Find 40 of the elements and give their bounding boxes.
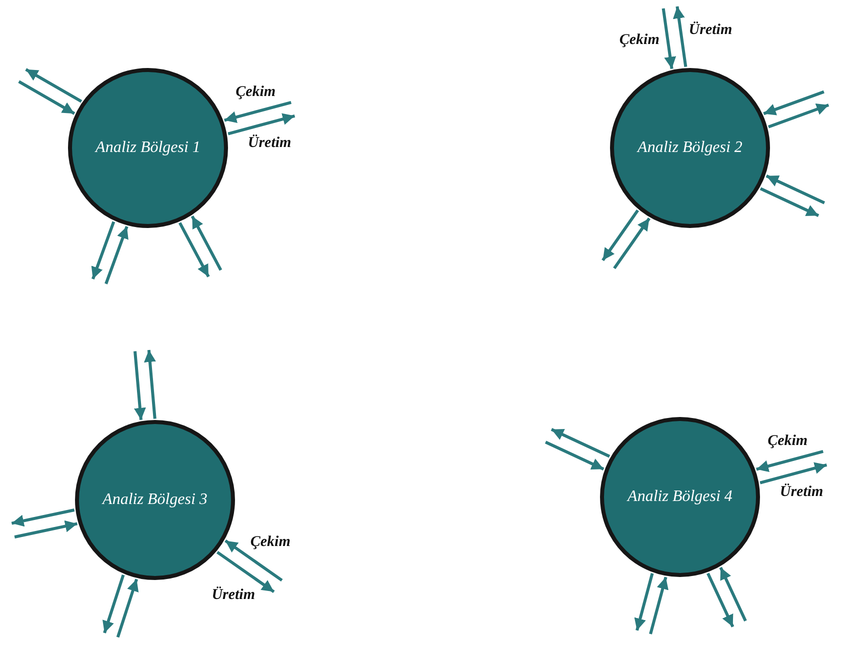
arrow bbox=[116, 578, 139, 638]
arrow bbox=[228, 113, 296, 136]
region-label: Analiz Bölgesi 4 bbox=[628, 488, 732, 506]
arrow bbox=[190, 216, 222, 271]
arrow bbox=[544, 440, 604, 470]
arrow bbox=[216, 550, 275, 594]
arrow bbox=[672, 6, 688, 67]
arrow bbox=[613, 218, 651, 270]
arrow bbox=[144, 350, 156, 419]
arrow bbox=[11, 508, 75, 527]
arrow bbox=[763, 90, 824, 116]
arrow bbox=[550, 428, 610, 458]
edge-label: Çekim bbox=[617, 30, 662, 49]
arrow bbox=[224, 100, 292, 123]
arrow bbox=[18, 80, 76, 115]
arrow bbox=[102, 574, 125, 634]
region-label: Analiz Bölgesi 1 bbox=[96, 139, 200, 157]
edge-label: Çekim bbox=[766, 432, 810, 450]
arrow bbox=[134, 351, 146, 420]
arrow bbox=[178, 222, 210, 278]
arrow bbox=[706, 572, 734, 628]
arrow bbox=[719, 566, 747, 622]
arrow bbox=[602, 209, 640, 262]
edge-label: Çekim bbox=[234, 82, 278, 101]
region-label: Analiz Bölgesi 3 bbox=[102, 491, 208, 509]
arrow bbox=[224, 539, 283, 582]
arrow bbox=[756, 450, 824, 472]
arrow bbox=[14, 520, 78, 538]
arrow bbox=[91, 221, 116, 280]
arrow bbox=[662, 8, 676, 69]
arrow bbox=[760, 462, 828, 484]
region-label: Analiz Bölgesi 2 bbox=[638, 139, 742, 157]
arrow bbox=[768, 103, 830, 128]
arrow bbox=[766, 174, 826, 204]
arrow bbox=[760, 187, 820, 217]
arrow bbox=[649, 576, 668, 634]
arrow bbox=[104, 226, 128, 284]
arrow bbox=[25, 68, 82, 103]
edge-label: Çekim bbox=[248, 532, 292, 551]
arrow bbox=[634, 573, 654, 631]
